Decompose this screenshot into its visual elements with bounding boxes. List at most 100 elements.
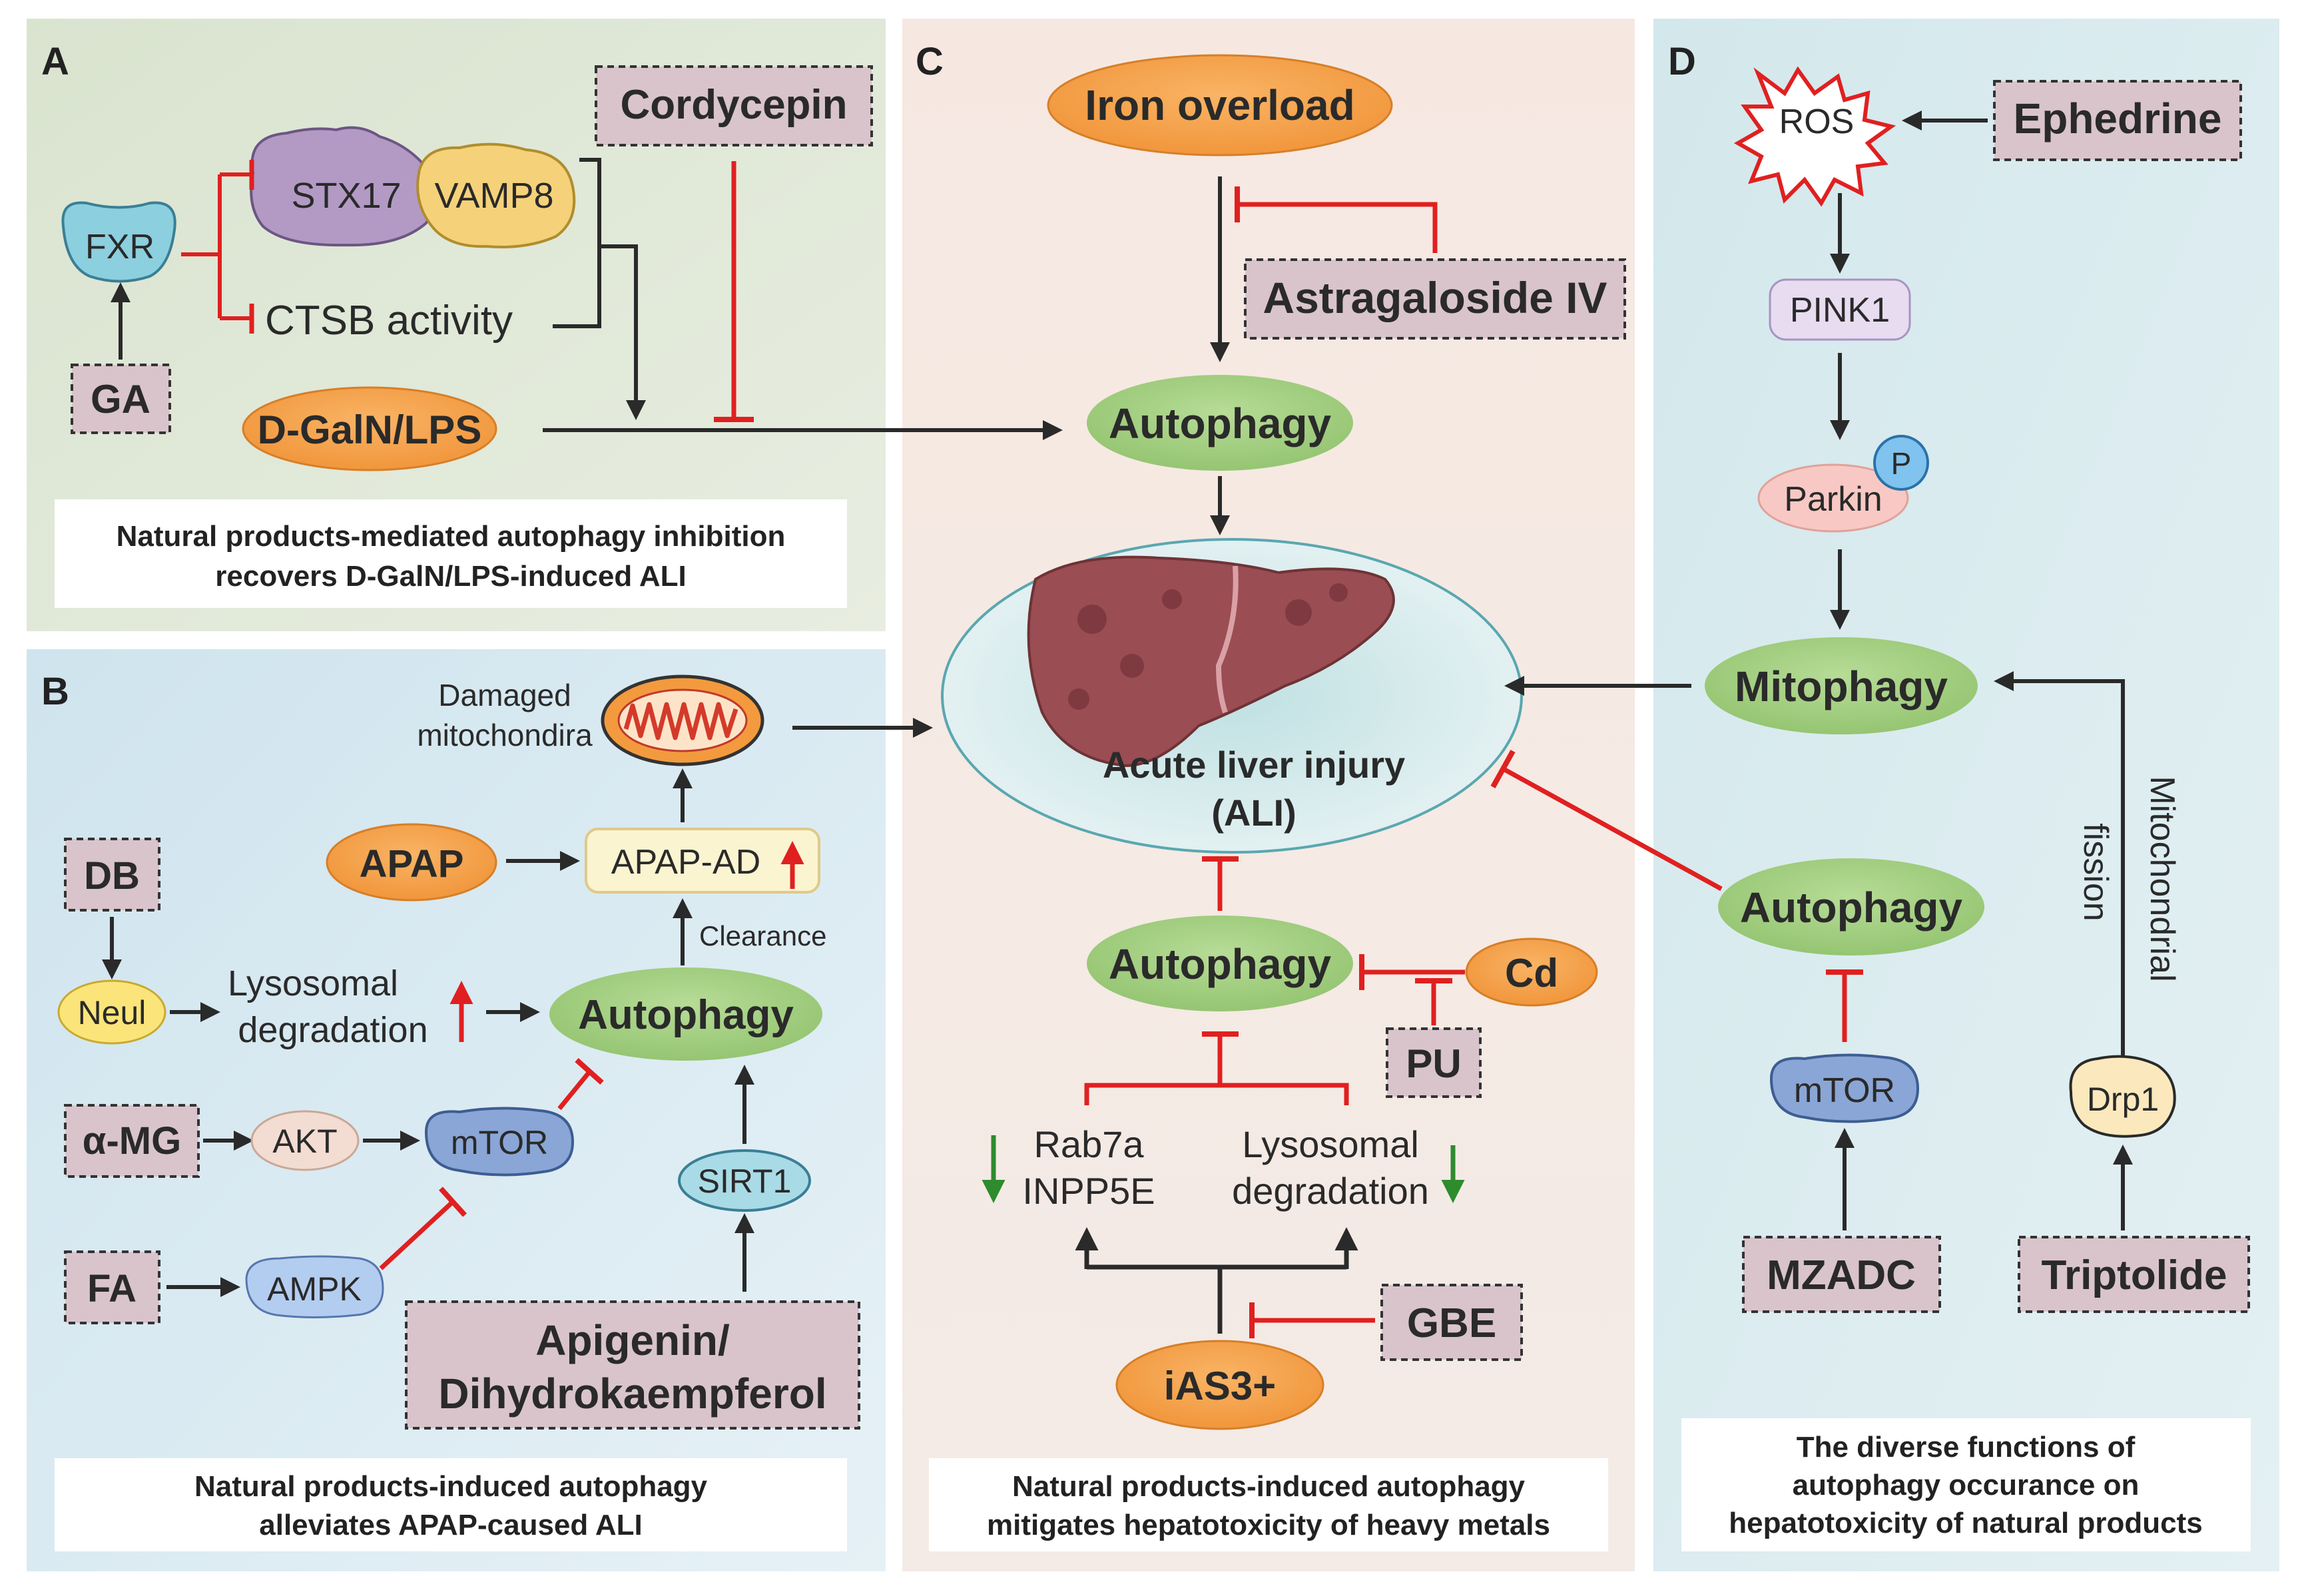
db-label: DB <box>84 854 140 898</box>
liver-icon <box>1027 555 1395 768</box>
parkin-ellipse <box>1757 463 1909 533</box>
phospho-badge <box>1873 435 1929 491</box>
triptolide-box <box>2018 1236 2250 1313</box>
mitophagy-ellipse <box>1705 637 1978 734</box>
neul-label: Neul <box>78 994 146 1031</box>
d-mtor-label: mTOR <box>1794 1071 1895 1110</box>
fxr-inhibition-bracket <box>181 172 250 320</box>
dgaln-lps-ellipse <box>242 386 497 471</box>
cordycepin-label: Cordycepin <box>620 82 847 128</box>
ga-label: GA <box>91 377 150 421</box>
sirt1-label: SIRT1 <box>698 1163 792 1200</box>
panel-a-letter: A <box>41 40 69 83</box>
fa-label: FA <box>87 1267 137 1310</box>
apap-ellipse <box>326 823 497 902</box>
ga-box <box>71 364 171 434</box>
gbe-label: GBE <box>1407 1300 1496 1346</box>
drp1-to-mitophagy-arrow <box>1994 671 2125 1072</box>
c-autophagy-top-ellipse <box>1087 375 1353 471</box>
d-autophagy-inhibits-ali <box>1502 766 1723 892</box>
vamp8-label: VAMP8 <box>434 176 553 216</box>
panel-c-caption-box <box>929 1458 1608 1551</box>
ampk-inhibits-mtor-bar <box>439 1187 467 1217</box>
akt-label: AKT <box>272 1123 337 1160</box>
panel-d-caption-line3: hepatotoxicity of natural products <box>1729 1507 2202 1539</box>
amg-box <box>64 1104 200 1178</box>
panel-d-caption-line2: autophagy occurance on <box>1793 1469 2140 1501</box>
amg-label: α-MG <box>83 1119 181 1163</box>
panel-c-caption-line2: mitigates hepatotoxicity of heavy metals <box>987 1509 1550 1541</box>
c-lysosomal-line2: degradation <box>1232 1170 1429 1212</box>
panel-b-caption-box <box>55 1458 847 1551</box>
panel-c-letter: C <box>916 40 944 83</box>
damaged-label-line1: Damaged <box>438 678 571 712</box>
panel-d-caption-box <box>1681 1418 2251 1551</box>
astragaloside-inhibits-iron <box>1237 202 1438 253</box>
rab7a-label: Rab7a <box>1033 1123 1144 1165</box>
b-mtor-inhibits-autophagy <box>557 1070 591 1111</box>
cordycepin-box <box>595 65 873 146</box>
apigenin-line1: Apigenin/ <box>535 1316 730 1364</box>
c-lysosomal-line1: Lysosomal <box>1242 1123 1419 1165</box>
sirt1-ellipse <box>678 1149 811 1212</box>
b-lysosomal-line1: Lysosomal <box>228 963 398 1003</box>
fa-box <box>64 1250 160 1324</box>
cd-label: Cd <box>1505 951 1558 995</box>
b-mtor-shape <box>424 1107 575 1177</box>
d-autophagy-inhibition-bar <box>1490 750 1516 788</box>
b-autophagy-ellipse <box>549 967 822 1061</box>
stx17-label: STX17 <box>291 176 401 216</box>
panel-c-caption-line1: Natural products-induced autophagy <box>1012 1470 1526 1503</box>
ias3-activation-bracket <box>1087 1264 1346 1334</box>
panel-d-letter: D <box>1668 40 1696 83</box>
ampk-shape <box>245 1255 384 1318</box>
ias3-label: iAS3+ <box>1164 1364 1276 1408</box>
db-box <box>64 838 160 912</box>
astragaloside-label: Astragaloside IV <box>1263 273 1607 322</box>
pu-box <box>1386 1027 1482 1098</box>
c-autophagy-top-label: Autophagy <box>1109 399 1332 447</box>
apap-label: APAP <box>360 842 464 886</box>
iron-overload-label: Iron overload <box>1085 81 1354 129</box>
b-mtor-label: mTOR <box>451 1124 548 1161</box>
panel-b-caption-line1: Natural products-induced autophagy <box>194 1470 708 1503</box>
panel-b-caption-line2: alleviates APAP-caused ALI <box>259 1509 642 1541</box>
iron-overload-ellipse <box>1047 54 1393 156</box>
triptolide-label: Triptolide <box>2042 1252 2227 1298</box>
damaged-label-line2: mitochondira <box>417 718 593 752</box>
panel-b-letter: B <box>41 670 69 713</box>
ias3-ellipse <box>1115 1340 1324 1430</box>
panel-d-caption-line1: The diverse functions of <box>1797 1431 2136 1463</box>
b-mtor-inhibits-autophagy-bar <box>575 1058 604 1085</box>
panel-a-caption-line2: recovers D-GalN/LPS-induced ALI <box>215 560 686 593</box>
fxr-receptor-shape <box>61 201 176 283</box>
mzadc-label: MZADC <box>1767 1252 1916 1298</box>
ephedrine-box <box>1993 80 2242 161</box>
akt-ellipse <box>250 1110 360 1171</box>
gbe-box <box>1380 1284 1523 1361</box>
fxr-label: FXR <box>85 228 154 266</box>
inpp5e-label: INPP5E <box>1022 1170 1155 1212</box>
damaged-mitochondrion-icon <box>601 674 764 766</box>
d-autophagy-label: Autophagy <box>1740 884 1963 931</box>
pu-label: PU <box>1406 1041 1461 1086</box>
cd-ellipse <box>1465 937 1598 1007</box>
ali-label-line1: Acute liver injury <box>1103 744 1405 786</box>
dgaln-lps-label: D-GalN/LPS <box>258 407 482 452</box>
c-autophagy-mid-label: Autophagy <box>1109 940 1332 988</box>
astragaloside-box <box>1244 258 1626 340</box>
ctsb-activity-label: CTSB activity <box>265 298 513 344</box>
neul-ellipse <box>57 979 166 1045</box>
ros-burst-icon <box>1733 66 1896 207</box>
ampk-inhibits-mtor <box>379 1200 455 1270</box>
ampk-label: AMPK <box>267 1270 362 1308</box>
apigenin-box <box>405 1300 860 1430</box>
pink1-label: PINK1 <box>1790 291 1890 330</box>
drp1-shape <box>2069 1055 2176 1138</box>
phospho-label: P <box>1891 446 1912 481</box>
vamp8-protein-shape <box>416 142 576 248</box>
pink1-box <box>1769 278 1911 341</box>
b-lysosomal-line2: degradation <box>238 1010 428 1050</box>
clearance-label: Clearance <box>699 920 826 951</box>
